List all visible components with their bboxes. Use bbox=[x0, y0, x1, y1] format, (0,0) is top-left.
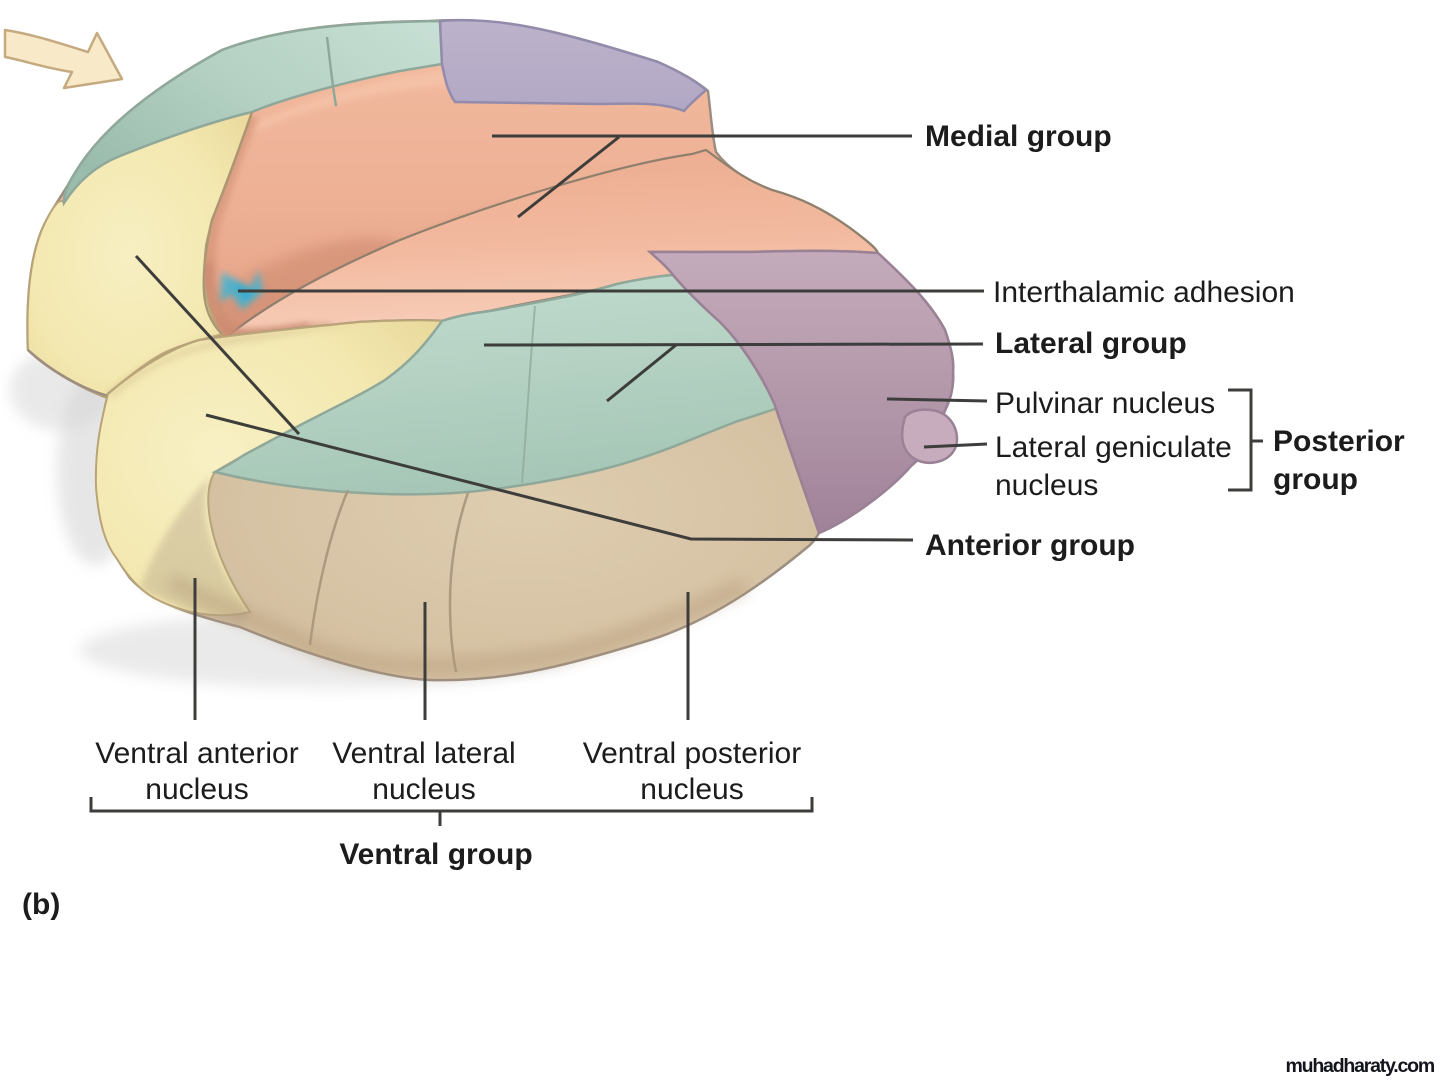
svg-text:Interthalamic adhesion: Interthalamic adhesion bbox=[993, 276, 1295, 309]
svg-text:nucleus: nucleus bbox=[372, 773, 475, 806]
svg-text:nucleus: nucleus bbox=[995, 469, 1098, 502]
svg-text:Ventral group: Ventral group bbox=[339, 838, 532, 871]
svg-text:Lateral geniculate: Lateral geniculate bbox=[995, 431, 1232, 464]
svg-text:Medial group: Medial group bbox=[925, 120, 1112, 153]
svg-text:Anterior group: Anterior group bbox=[925, 529, 1135, 562]
svg-text:Pulvinar nucleus: Pulvinar nucleus bbox=[995, 387, 1215, 420]
svg-text:Ventral lateral: Ventral lateral bbox=[332, 737, 515, 770]
svg-text:group: group bbox=[1273, 463, 1358, 496]
svg-text:Ventral anterior: Ventral anterior bbox=[95, 737, 298, 770]
svg-text:Posterior: Posterior bbox=[1273, 425, 1405, 458]
svg-text:(b): (b) bbox=[22, 888, 60, 921]
svg-text:muhadharaty.com: muhadharaty.com bbox=[1285, 1055, 1434, 1077]
svg-text:nucleus: nucleus bbox=[145, 773, 248, 806]
svg-text:nucleus: nucleus bbox=[640, 773, 743, 806]
svg-text:Lateral group: Lateral group bbox=[995, 327, 1187, 360]
svg-text:Ventral posterior: Ventral posterior bbox=[583, 737, 801, 770]
